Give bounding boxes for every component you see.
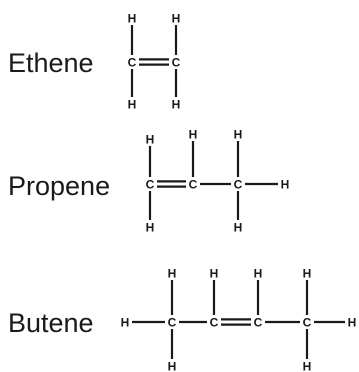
hydrogen-atom-2-3: H [254,267,263,281]
hydrogen-atom-0-0: H [128,12,137,26]
hydrogen-atom-2-4: H [303,267,312,281]
carbon-atom-1-5: C [234,178,243,192]
hydrogen-atom-2-10: H [168,360,177,372]
carbon-atom-2-6: C [210,316,219,330]
carbon-atom-2-5: C [168,316,177,330]
carbon-atom-2-7: C [254,316,263,330]
hydrogen-atom-2-0: H [121,316,130,330]
ethene-structure: H H C C H H [128,12,181,112]
butene-structure: H H H H H C C C C H H H [121,267,357,372]
molecule-name-propene: Propene [8,171,110,201]
molecule-name-butene: Butene [8,308,94,338]
hydrogen-atom-2-1: H [168,267,177,281]
molecule-name-ethene: Ethene [8,48,94,78]
propene-structure: H H H C C C H H H [146,128,290,235]
hydrogen-atom-1-0: H [146,133,155,147]
hydrogen-atom-2-2: H [210,267,219,281]
hydrogen-atom-1-2: H [234,128,243,142]
hydrogen-atom-2-9: H [348,316,357,330]
hydrogen-atom-1-1: H [189,128,198,142]
carbon-atom-1-4: C [189,178,198,192]
carbon-atom-2-8: C [303,316,312,330]
carbon-atom-1-3: C [146,178,155,192]
hydrogen-atom-1-8: H [234,221,243,235]
hydrogen-atom-1-7: H [146,221,155,235]
carbon-atom-0-3: C [172,56,181,70]
hydrogen-atom-1-6: H [281,178,290,192]
hydrogen-atom-2-11: H [303,360,312,372]
hydrogen-atom-0-4: H [128,98,137,112]
carbon-atom-0-2: C [128,56,137,70]
hydrogen-atom-0-1: H [172,12,181,26]
hydrogen-atom-0-5: H [172,98,181,112]
